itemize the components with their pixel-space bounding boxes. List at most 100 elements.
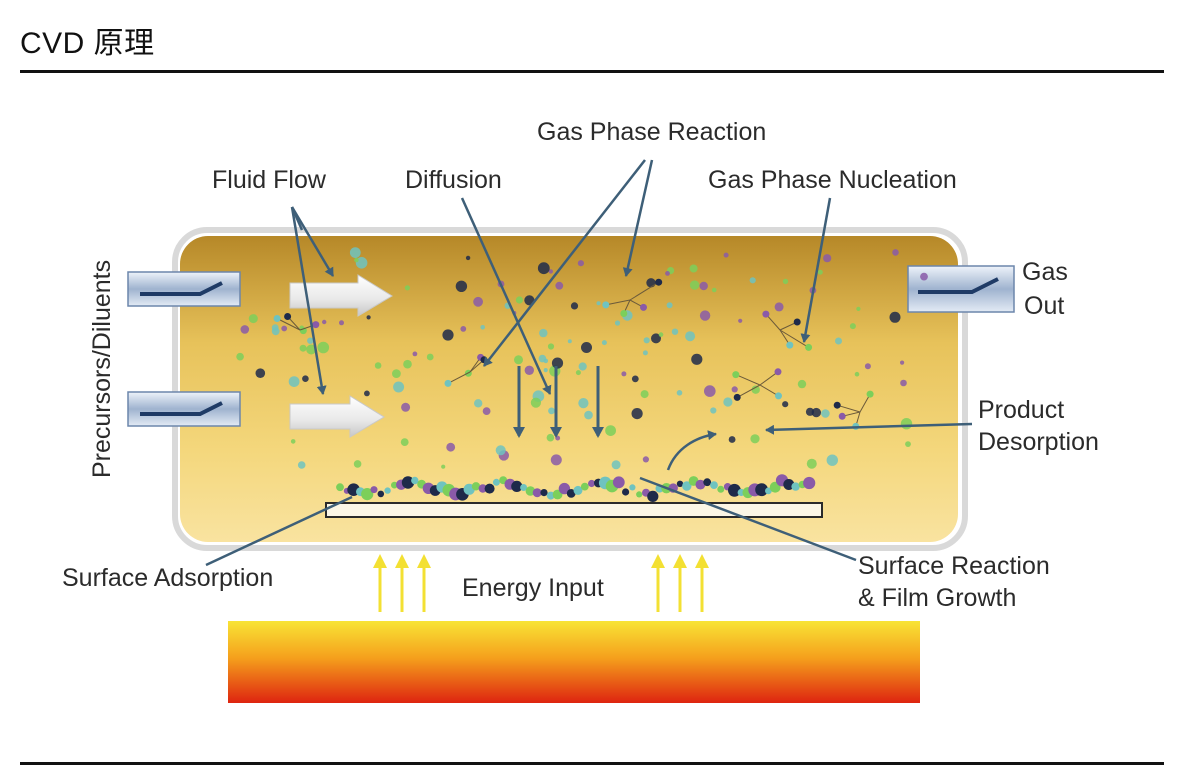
inlet-pipe-top	[127, 271, 241, 307]
gas-molecule	[426, 353, 434, 361]
gas-molecule	[723, 252, 729, 258]
film-particle	[361, 488, 374, 501]
label-gas-phase-reaction: Gas Phase Reaction	[537, 118, 767, 146]
cluster-atom	[866, 390, 874, 398]
gas-molecule	[699, 310, 711, 321]
gas-molecule	[404, 285, 410, 291]
film-particle	[532, 488, 542, 498]
gas-molecule	[495, 445, 506, 456]
molecule-bond	[837, 404, 861, 413]
film-particle	[377, 490, 385, 498]
film-particle	[471, 482, 481, 491]
film-particle	[478, 484, 487, 493]
gas-molecule	[704, 385, 716, 397]
gas-molecule	[689, 280, 700, 290]
surface-adsorption-leader	[205, 495, 353, 567]
gas-molecule	[849, 323, 856, 330]
film-particle	[540, 489, 548, 497]
fluid-flow-leader-1	[290, 206, 335, 277]
gas-molecule	[817, 269, 823, 275]
gas-molecule	[689, 264, 698, 273]
gas-molecule	[797, 379, 807, 389]
gas-molecule	[806, 458, 817, 469]
film-particle	[728, 483, 741, 497]
gas-molecule	[691, 353, 703, 365]
energy-input-arrows	[373, 554, 709, 612]
gas-molecule	[473, 296, 483, 307]
cluster-atom	[299, 327, 307, 335]
surface-reaction-leader	[639, 476, 857, 562]
gas-molecule	[446, 442, 456, 452]
inlet-pipe-bottom	[127, 391, 241, 427]
gas-molecule	[290, 439, 296, 444]
gas-molecule	[605, 425, 616, 436]
gas-molecule	[539, 328, 548, 338]
energy-arrow	[373, 554, 387, 612]
gas-molecule	[676, 390, 683, 396]
label-surface-adsorption: Surface Adsorption	[62, 564, 274, 592]
gas-molecule	[281, 325, 288, 332]
cluster-atom	[284, 313, 292, 320]
gas-molecule	[577, 260, 585, 267]
film-particle	[580, 482, 589, 491]
gas-molecule	[400, 438, 409, 446]
molecule-bond	[447, 371, 471, 384]
gas-molecule	[651, 333, 661, 344]
film-particle	[411, 476, 419, 485]
gas-molecule	[482, 407, 491, 415]
gas-molecule	[248, 314, 258, 324]
film-particle	[492, 478, 500, 486]
gas-molecule	[900, 360, 905, 365]
gas-molecule	[339, 320, 344, 326]
gas-molecule	[578, 362, 587, 371]
gas-molecule	[671, 328, 679, 335]
energy-arrow	[395, 554, 409, 612]
film-particle	[647, 490, 659, 502]
film-particle	[511, 480, 523, 492]
film-particle	[682, 481, 692, 491]
molecule-bond	[735, 374, 761, 386]
footer-rule	[20, 762, 1164, 765]
energy-arrow	[695, 554, 709, 612]
gas-molecule	[905, 441, 911, 447]
cluster-atom	[762, 310, 770, 318]
gas-molecule	[711, 287, 717, 293]
gas-molecule	[236, 352, 244, 361]
gas-molecule	[749, 277, 756, 284]
heater	[228, 621, 920, 703]
gas-molecule	[442, 329, 454, 341]
gas-molecule	[596, 301, 601, 306]
label-energy-input: Energy Input	[462, 574, 604, 602]
gas-molecule	[543, 368, 548, 373]
gas-molecule	[393, 381, 405, 393]
film-particle	[401, 476, 415, 489]
film-particle	[622, 488, 630, 496]
gas-molecule	[302, 375, 309, 383]
cluster-atom	[805, 343, 813, 351]
cluster-atom	[833, 401, 841, 409]
label-surface-reaction-line1: Surface Reaction	[858, 552, 1050, 580]
gas-molecule	[548, 407, 555, 415]
gas-molecule	[723, 397, 733, 407]
gas-molecule	[581, 342, 592, 353]
label-fluid-flow: Fluid Flow	[212, 166, 326, 194]
gas-molecule	[455, 280, 468, 292]
film-particle	[703, 478, 712, 487]
substrate	[325, 502, 823, 518]
gas-molecule	[514, 355, 523, 365]
molecule-bond	[276, 318, 301, 331]
label-diffusion: Diffusion	[405, 166, 502, 194]
energy-arrow	[673, 554, 687, 612]
gas-molecule	[288, 376, 300, 387]
gas-molecule	[642, 350, 648, 356]
gas-molecule	[441, 464, 446, 469]
film-particle	[588, 479, 596, 488]
energy-arrow	[417, 554, 431, 612]
gas-molecule	[900, 418, 913, 430]
gas-molecule	[551, 357, 564, 369]
gas-molecule	[546, 433, 555, 442]
gas-phase-reaction-leader-2	[622, 159, 654, 277]
gas-molecule	[575, 370, 581, 376]
gas-molecule	[412, 351, 418, 357]
gas-molecule	[578, 398, 589, 409]
